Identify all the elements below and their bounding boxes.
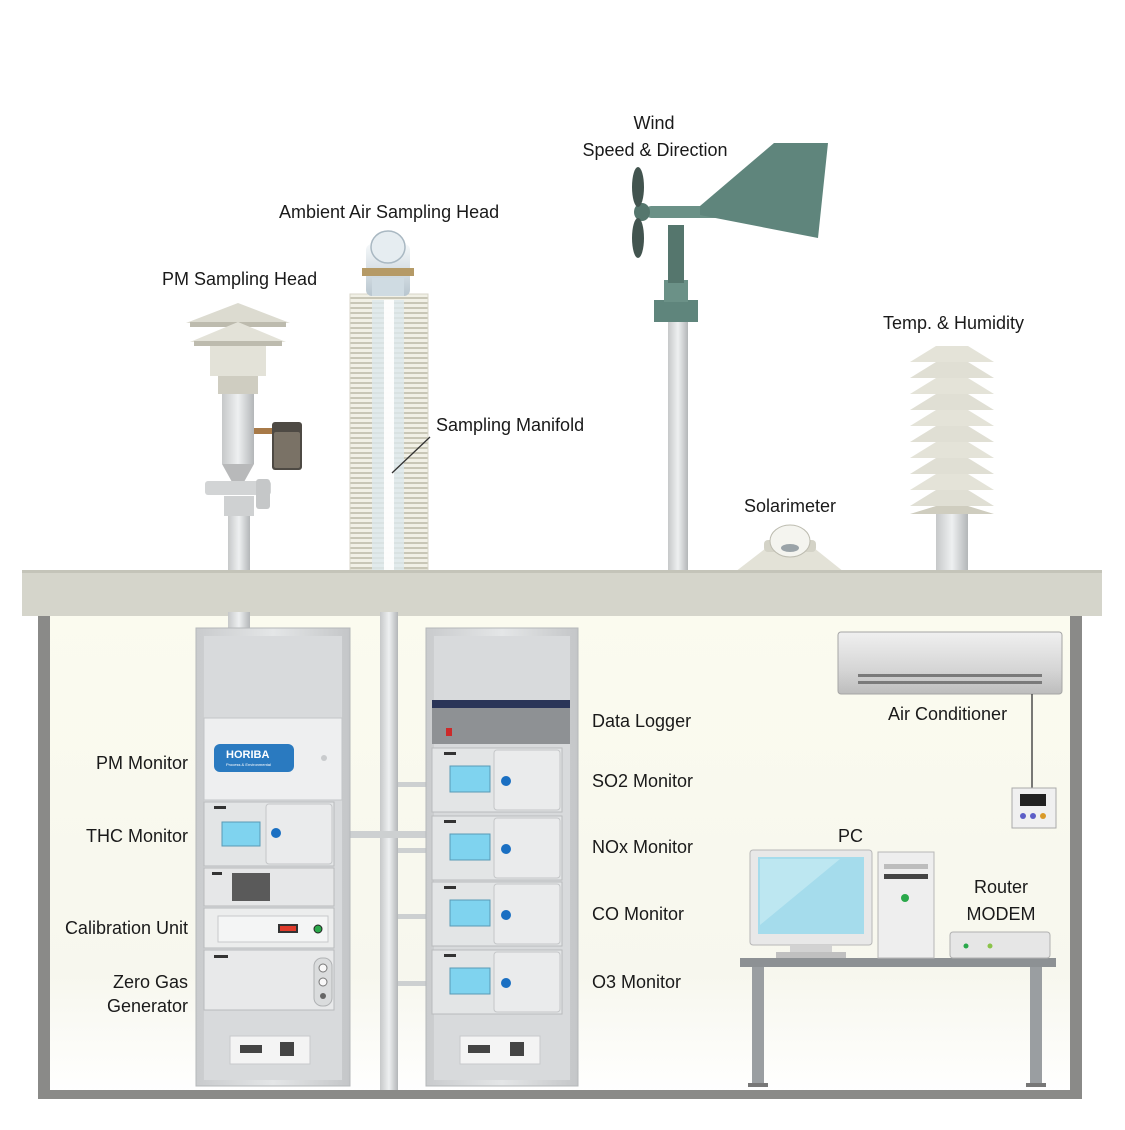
label-pm-monitor: PM Monitor (95, 753, 188, 773)
label-pc: PC (838, 826, 864, 846)
label-modem: MODEM (966, 904, 1036, 924)
label-thc-monitor: THC Monitor (85, 826, 188, 846)
sampling-manifold-pointer (391, 436, 431, 474)
ambient-air-sampling-head (349, 230, 429, 571)
label-temp-humidity: Temp. & Humidity (883, 313, 1025, 333)
label-air-conditioner: Air Conditioner (888, 704, 1008, 724)
zero-gas-generator (203, 949, 335, 1011)
wind-sensor (632, 143, 828, 572)
roof (22, 570, 1102, 616)
desk (740, 958, 1056, 967)
label-co-monitor: CO Monitor (592, 904, 685, 924)
manifold-pipe (228, 612, 430, 1090)
so2-monitor-unit (431, 747, 563, 813)
label-pm-sampling-head: PM Sampling Head (162, 269, 318, 289)
floor (38, 1090, 1082, 1099)
label-calibration-unit: Calibration Unit (64, 918, 188, 938)
router-modem (949, 931, 1051, 959)
left-wall (38, 612, 50, 1098)
label-o3-monitor: O3 Monitor (592, 972, 682, 992)
horiba-logo (214, 744, 294, 772)
air-conditioner (837, 631, 1063, 829)
label-so2-monitor: SO2 Monitor (592, 771, 694, 791)
pc-tower (877, 851, 935, 959)
label-nox-monitor: NOx Monitor (592, 837, 694, 857)
label-wind-speed-direction: Speed & Direction (582, 140, 728, 160)
right-wall (1070, 612, 1082, 1098)
label-sampling-manifold: Sampling Manifold (436, 415, 585, 435)
label-wind: Wind (633, 113, 675, 133)
left-rack (195, 627, 351, 1087)
label-data-logger: Data Logger (592, 711, 692, 731)
nox-monitor-unit (431, 815, 563, 881)
horiba-brand-name: HORIBA (226, 749, 270, 761)
label-generator: Generator (106, 996, 188, 1016)
solarimeter (735, 524, 844, 572)
co-monitor-unit (431, 881, 563, 947)
label-zero-gas: Zero Gas (112, 972, 188, 992)
label-router: Router (973, 877, 1029, 897)
o3-monitor-unit (431, 949, 563, 1015)
temp-humidity-shelter (910, 346, 994, 570)
horiba-brand-tagline: Process & Environmental (226, 762, 271, 767)
label-ambient-air-sampling-head: Ambient Air Sampling Head (279, 202, 500, 222)
label-solarimeter: Solarimeter (744, 496, 837, 516)
right-rack (425, 627, 579, 1087)
pc-workstation (740, 849, 1056, 1087)
